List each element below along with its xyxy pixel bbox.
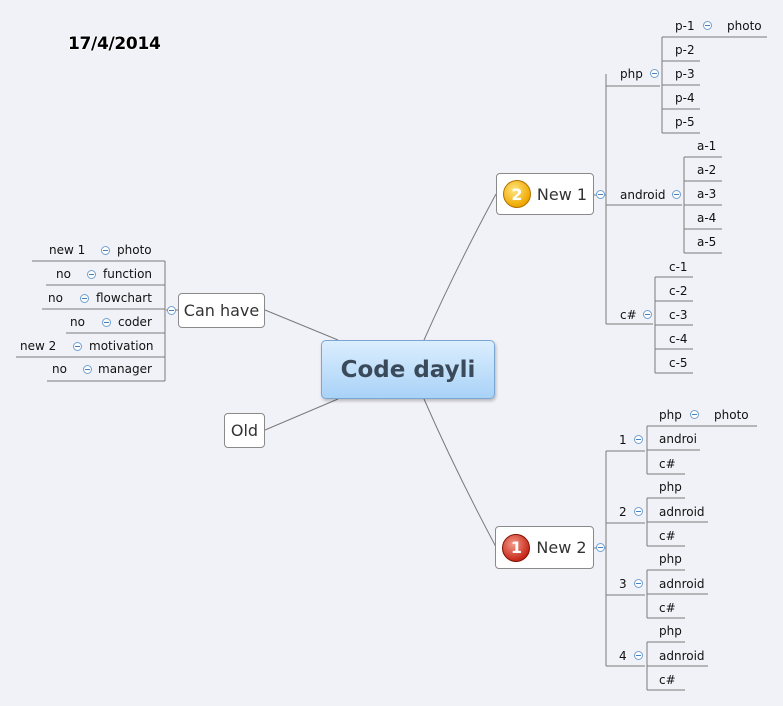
topic-can-have-row-4-child[interactable]: coder	[118, 315, 152, 329]
collapse-csharp-icon[interactable]	[643, 310, 652, 319]
topic-can-have-row-3-child[interactable]: flowchart	[96, 291, 152, 305]
topic-csharp[interactable]: c#	[620, 308, 637, 322]
collapse-row-2-icon[interactable]	[87, 270, 96, 279]
connector-can-have	[264, 309, 339, 341]
collapse-row-6-icon[interactable]	[83, 365, 92, 374]
priority-2-icon: 2	[502, 180, 531, 208]
branch-old-label: Old	[230, 421, 259, 440]
topic-p-3[interactable]: p-3	[675, 67, 695, 81]
topic-can-have-row-5-child[interactable]: motivation	[89, 339, 154, 353]
central-topic[interactable]: Code dayli	[321, 340, 495, 399]
topic-group-3-android[interactable]: adnroid	[659, 577, 705, 591]
topic-group-1-csharp[interactable]: c#	[659, 457, 676, 471]
connector-new2	[423, 398, 497, 548]
collapse-group-3-icon[interactable]	[634, 579, 643, 588]
topic-c-4[interactable]: c-4	[669, 332, 688, 346]
topic-group-1-php[interactable]: php	[659, 408, 682, 422]
topic-p-4[interactable]: p-4	[675, 91, 695, 105]
topic-group-2-android[interactable]: adnroid	[659, 505, 705, 519]
branch-new-1-label: New 1	[536, 184, 588, 204]
topic-c-3[interactable]: c-3	[669, 308, 688, 322]
topic-group-2-php[interactable]: php	[659, 480, 682, 494]
topic-group-3[interactable]: 3	[619, 577, 627, 591]
collapse-can-have-icon[interactable]	[167, 306, 176, 315]
date-label: 17/4/2014	[68, 34, 161, 54]
topic-p-5[interactable]: p-5	[675, 115, 695, 129]
topic-group-3-php[interactable]: php	[659, 552, 682, 566]
topic-php[interactable]: php	[620, 67, 643, 81]
priority-1-icon: 1	[502, 533, 531, 562]
topic-android[interactable]: android	[620, 188, 666, 202]
topic-a-3[interactable]: a-3	[697, 187, 717, 201]
collapse-group-4-icon[interactable]	[634, 651, 643, 660]
branch-new-2[interactable]: 1 New 2	[495, 526, 594, 569]
topic-group-2-csharp[interactable]: c#	[659, 529, 676, 543]
topic-group-3-csharp[interactable]: c#	[659, 601, 676, 615]
connector-old	[264, 398, 339, 431]
collapse-group-1-icon[interactable]	[634, 435, 643, 444]
topic-group-1-android[interactable]: androi	[659, 432, 697, 446]
topic-p-1[interactable]: p-1	[675, 19, 695, 33]
collapse-group-1-php-icon[interactable]	[690, 410, 699, 419]
topic-c-1[interactable]: c-1	[669, 260, 688, 274]
branch-can-have-label: Can have	[183, 301, 260, 320]
central-topic-label: Code dayli	[340, 356, 476, 383]
topic-group-2[interactable]: 2	[619, 505, 627, 519]
topic-group-1[interactable]: 1	[619, 433, 627, 447]
topic-a-1[interactable]: a-1	[697, 139, 717, 153]
topic-group-4-csharp[interactable]: c#	[659, 673, 676, 687]
collapse-android-icon[interactable]	[672, 190, 681, 199]
collapse-group-2-icon[interactable]	[634, 507, 643, 516]
topic-can-have-row-2-child[interactable]: function	[103, 267, 153, 281]
topic-group-4[interactable]: 4	[619, 649, 627, 663]
topic-a-5[interactable]: a-5	[697, 235, 717, 249]
topic-p-2[interactable]: p-2	[675, 43, 695, 57]
topic-can-have-row-6-child[interactable]: manager	[98, 362, 152, 376]
collapse-new-1-icon[interactable]	[596, 190, 605, 199]
branch-old[interactable]: Old	[224, 413, 265, 448]
topic-group-1-photo[interactable]: photo	[714, 408, 749, 422]
branch-new-1[interactable]: 2 New 1	[496, 173, 594, 215]
collapse-new-2-icon[interactable]	[596, 543, 605, 552]
topic-can-have-row-4[interactable]: no	[70, 315, 85, 329]
topic-can-have-row-3[interactable]: no	[48, 291, 63, 305]
topic-can-have-row-5[interactable]: new 2	[20, 339, 57, 353]
collapse-row-1-icon[interactable]	[101, 246, 110, 255]
topic-p-1-photo[interactable]: photo	[727, 19, 762, 33]
branch-can-have[interactable]: Can have	[178, 293, 265, 328]
collapse-row-5-icon[interactable]	[73, 342, 82, 351]
topic-a-4[interactable]: a-4	[697, 211, 717, 225]
connector-new1	[423, 193, 497, 341]
branch-new-2-label: New 2	[536, 538, 587, 557]
topic-can-have-row-6[interactable]: no	[52, 362, 67, 376]
topic-can-have-row-1-child[interactable]: photo	[117, 243, 152, 257]
topic-c-2[interactable]: c-2	[669, 284, 688, 298]
topic-can-have-row-1[interactable]: new 1	[49, 243, 86, 257]
topic-c-5[interactable]: c-5	[669, 356, 688, 370]
topic-can-have-row-2[interactable]: no	[56, 267, 71, 281]
collapse-p-1-icon[interactable]	[703, 21, 712, 30]
topic-a-2[interactable]: a-2	[697, 163, 717, 177]
topic-group-4-android[interactable]: adnroid	[659, 649, 705, 663]
collapse-row-4-icon[interactable]	[102, 318, 111, 327]
topic-group-4-php[interactable]: php	[659, 624, 682, 638]
collapse-row-3-icon[interactable]	[80, 294, 89, 303]
collapse-php-icon[interactable]	[650, 69, 659, 78]
